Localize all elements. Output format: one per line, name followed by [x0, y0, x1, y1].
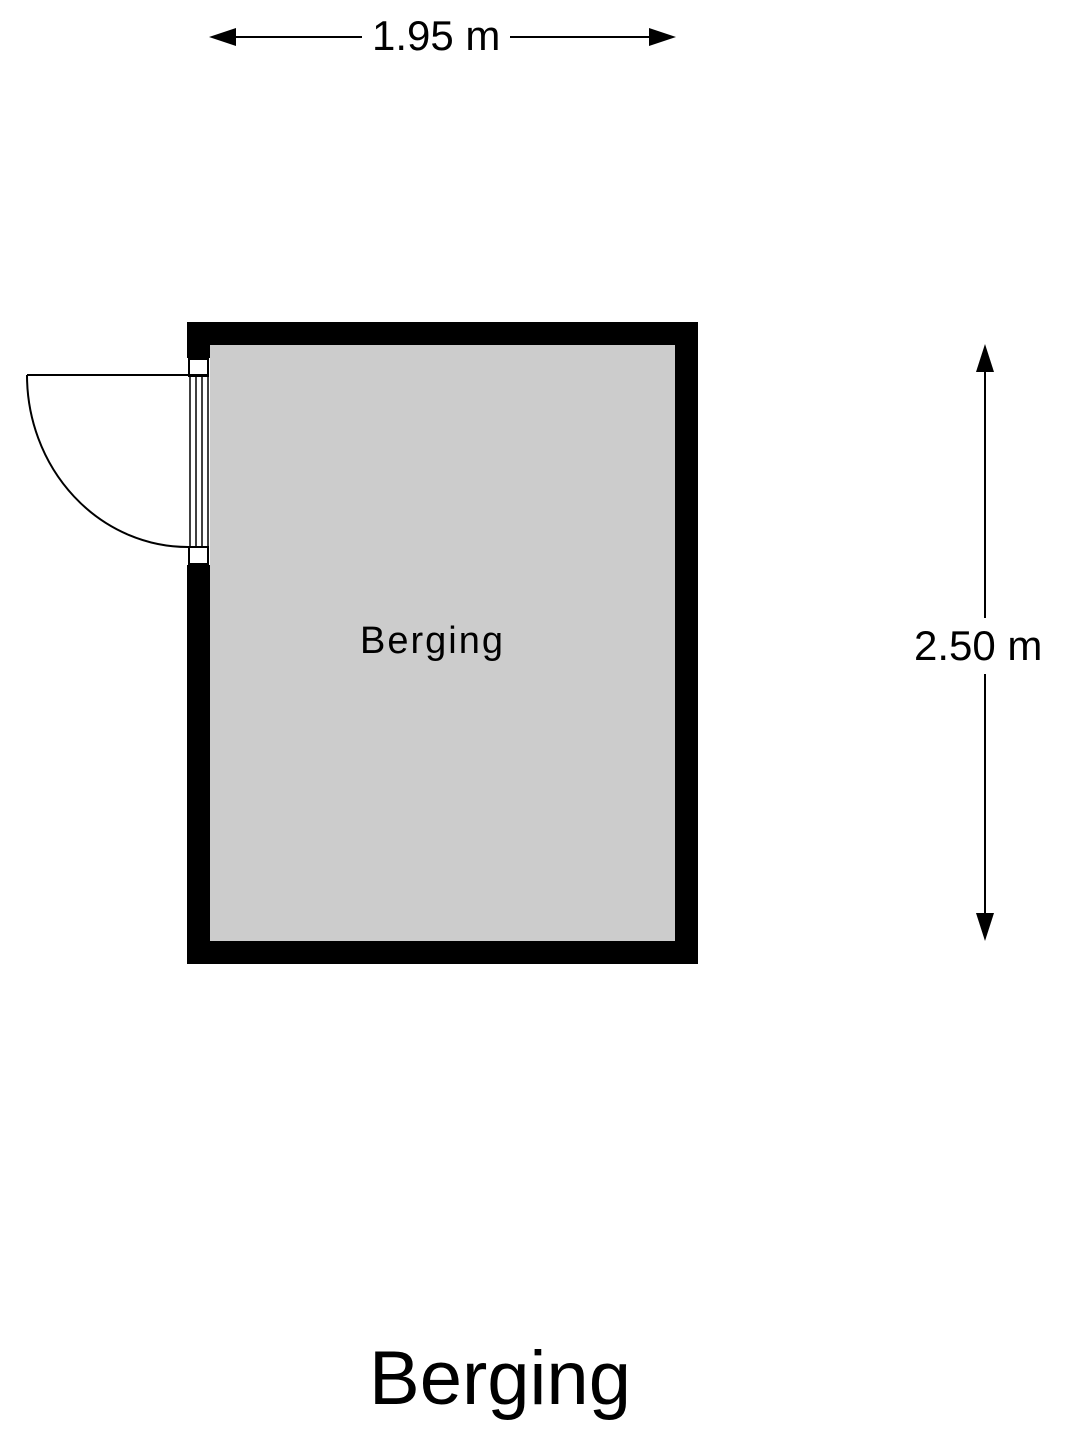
- width-dimension-label: 1.95 m: [362, 12, 511, 60]
- door-leaf: [189, 376, 209, 547]
- depth-dimension-label: 2.50 m: [910, 618, 1047, 674]
- room-floor: [210, 345, 675, 941]
- floor-title: Berging: [369, 1336, 631, 1421]
- room-label: Berging: [360, 620, 505, 662]
- door-opening: [187, 358, 210, 565]
- door-jamb-bottom: [188, 546, 209, 565]
- door-jamb-top: [188, 358, 209, 377]
- door-swing-arc: [26, 374, 189, 548]
